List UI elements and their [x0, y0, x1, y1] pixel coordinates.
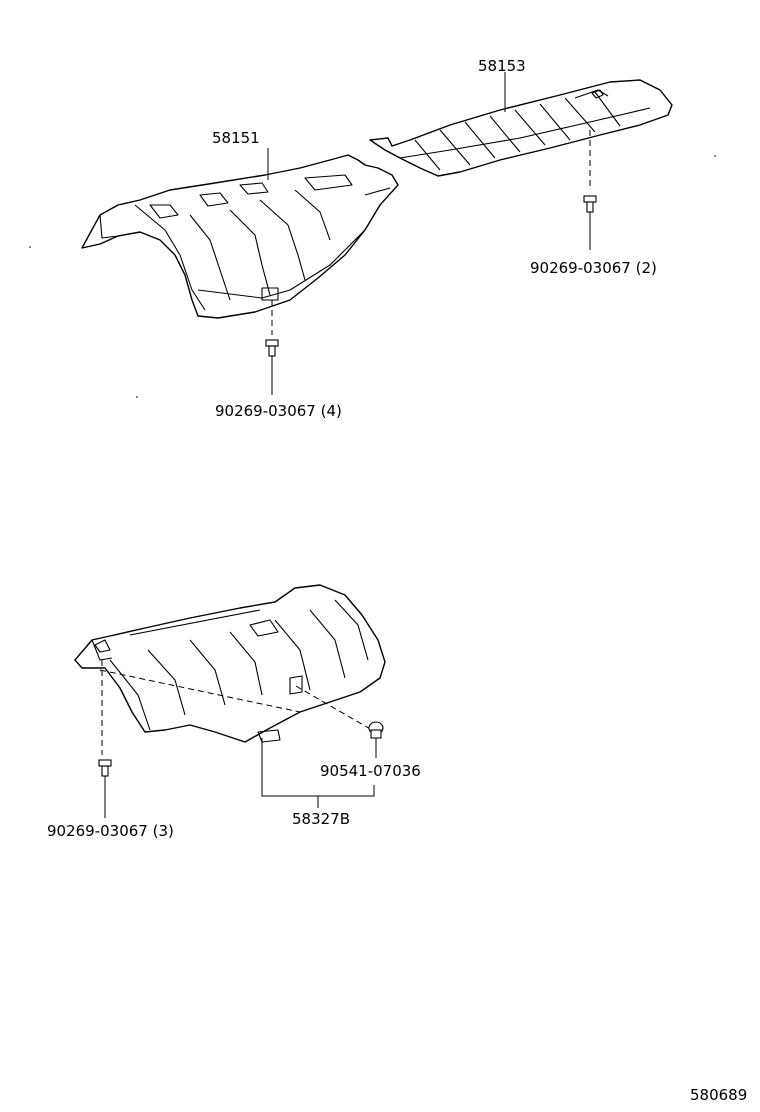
heat-insulator-58151: [81, 154, 399, 319]
dashed-axis-lower-front: [99, 669, 301, 713]
scan-speck: [29, 246, 31, 248]
label-58327b: 58327B: [292, 810, 350, 828]
label-bolt-lower: 90269-03067 (3): [47, 822, 174, 840]
dashed-axis-lower-clip: [295, 685, 373, 731]
diagram-code: 580689: [690, 1086, 747, 1104]
clip-lower-icon: [368, 721, 384, 758]
label-58151: 58151: [212, 129, 260, 147]
bolt-rear-icon: [583, 195, 597, 250]
label-58153: 58153: [478, 57, 526, 75]
bolt-front-icon: [265, 339, 279, 395]
scan-speck: [136, 396, 138, 398]
label-bolt-rear: 90269-03067 (2): [530, 259, 657, 277]
heat-insulator-58327b: [74, 584, 386, 743]
label-clip-lower: 90541-07036: [320, 762, 421, 780]
label-bolt-front: 90269-03067 (4): [215, 402, 342, 420]
scan-speck: [714, 155, 716, 157]
heat-insulator-58153: [369, 79, 673, 177]
bolt-lower-icon: [98, 759, 112, 818]
